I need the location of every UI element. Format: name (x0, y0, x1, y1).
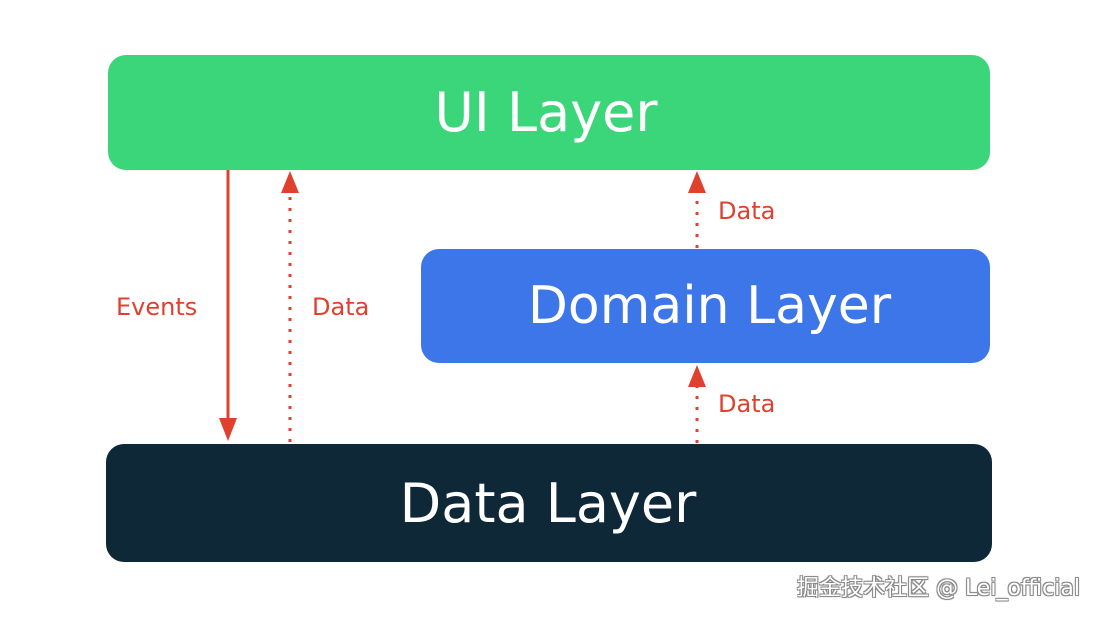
data-layer-label: Data Layer (399, 471, 697, 535)
events-arrow-head (219, 418, 237, 441)
ui-layer-box: UI Layer (108, 55, 990, 170)
watermark-text: 掘金技术社区 @ Lei_official (796, 576, 1080, 601)
data-left-arrow (281, 171, 299, 442)
data-to-domain-arrow-label: Data (718, 390, 776, 418)
events-arrow (219, 170, 237, 441)
domain-layer-box: Domain Layer (421, 249, 990, 363)
data-left-arrow-head (281, 171, 299, 193)
data-left-arrow-label: Data (312, 293, 370, 321)
domain-layer-label: Domain Layer (527, 276, 892, 336)
ui-layer-label: UI Layer (434, 81, 658, 144)
data-to-domain-arrow (688, 365, 706, 443)
data-to-ui-arrow-head (688, 171, 706, 193)
data-layer-box: Data Layer (106, 444, 992, 562)
data-to-ui-arrow-label: Data (718, 197, 776, 225)
data-to-domain-arrow-head (688, 365, 706, 387)
data-to-ui-arrow (688, 171, 706, 248)
events-arrow-label: Events (116, 293, 198, 321)
